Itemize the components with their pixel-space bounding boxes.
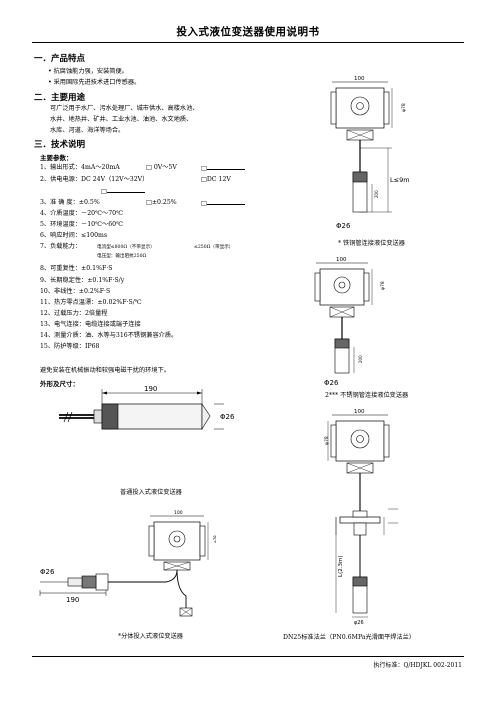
fig1-diameter-label: Φ26	[220, 413, 235, 421]
param-3-checkbox: □	[201, 198, 245, 208]
fig3-caption: * 铁铜管连接液位变送器	[338, 240, 405, 247]
usage-line: 水库、河道、海洋等场合。	[50, 127, 125, 134]
document-title: 投入式液位变送器使用说明书	[176, 26, 320, 38]
param-3: 3、准 确 度：±0.5%	[40, 199, 100, 206]
install-note: 避免安装在机械振动和较强电磁干扰的环境下。	[40, 367, 170, 374]
fig3-height-label: φ78	[401, 103, 407, 112]
param-7: 7、负载能力：	[40, 243, 82, 250]
figure-split-transmitter: 100 φ78 190 Φ26	[39, 510, 216, 617]
param-13: 13、电气连接：电缆连接或端子连接	[40, 321, 141, 328]
usage-line: 水井、地热井、矿井、工业水池、油池、水文地质、	[50, 116, 193, 123]
figure-ordinary-transmitter: 190 Φ26	[59, 385, 235, 431]
usage-line: 可广泛用于水厂、污水处理厂、城市供水、高楼水池、	[50, 105, 199, 112]
param-1: 1、输出形式：4mA～20mA	[40, 164, 120, 171]
figure-stainless-transmitter: 100 φ78 200 Φ26	[314, 257, 386, 387]
param-2: 2、供电电源：DC 24V（12V～32V）	[40, 176, 149, 183]
fig4-diameter-label: Φ26	[324, 379, 339, 387]
fig3-length-label: L≤9m	[390, 176, 410, 184]
param-2-option: □DC 12V	[201, 176, 231, 183]
param-11: 11、热方零点温漂：±0.02%F·S/℃	[40, 299, 142, 306]
fig3-top-label: 100	[354, 76, 365, 82]
fig5-caption: DN25标准法兰（PN0.6MPa光滑面平焊法兰）	[283, 634, 416, 641]
fig1-length-label: 190	[144, 385, 157, 393]
fig5-top-label: 100	[354, 409, 365, 415]
fig3-diameter-label: Φ26	[336, 222, 351, 230]
footer-standard: 执行标准：Q/HDJKL 002-2011	[373, 662, 462, 669]
param-7-voltage: 电压型：输出阻抗250Ω	[97, 254, 147, 259]
param-3-option: □±0.25%	[146, 199, 177, 206]
param-6: 6、响应时间：≤100ms	[40, 232, 108, 239]
bullet-item: • 采用国际先进技术进口传感器。	[48, 79, 141, 86]
params-heading: 主要参数：	[40, 154, 73, 162]
param-5: 5、环境温度：－10℃～60℃	[40, 221, 124, 228]
fig2-diameter-label: Φ26	[40, 568, 55, 576]
param-1-checkbox: □	[201, 163, 245, 173]
section-1-heading: 一．产品特点	[34, 54, 86, 64]
fig2-top-label: 100	[174, 510, 183, 516]
svg-text:φ78: φ78	[213, 535, 216, 543]
param-15: 15、防护等级：IP68	[40, 343, 100, 350]
section-2-heading: 二．主要用途	[34, 93, 86, 103]
fig5-length-label: L(2.3m)	[338, 556, 344, 577]
param-14: 14、测量介质：油、水等与316不锈钢兼容介质。	[40, 332, 178, 339]
fig2-caption: *分体投入式液位变送器	[118, 633, 183, 640]
param-1-option: □ 0V～5V	[146, 164, 177, 171]
param-4: 4、介质温度：－20℃～70℃	[40, 210, 124, 217]
param-9: 9、长期稳定性：±0.1%F·S/y	[40, 277, 125, 284]
param-12: 12、过载压力：2倍量程	[40, 310, 108, 317]
fig4-caption: 2*** 不锈钢管连接液位变送器	[325, 392, 409, 399]
section-3-heading: 三．技术说明	[34, 140, 86, 150]
fig4-height-label: φ78	[380, 281, 386, 290]
fig5-height-label: φ78	[324, 436, 330, 445]
param-8: 8、可重复性：±0.1%F·S	[40, 265, 113, 272]
fig1-caption: 普通投入式液位变送器	[120, 489, 182, 496]
figure-flange-transmitter: 100 φ78 L(2.3m) φ26	[324, 409, 398, 626]
param-2-checkbox: □	[101, 186, 145, 196]
title-rule	[32, 42, 464, 43]
fig5-diameter-label: φ26	[354, 620, 364, 626]
footer-rule	[32, 656, 464, 657]
fig3-mid-label: 200	[374, 190, 379, 198]
dimensions-heading: 外形及尺寸：	[40, 380, 79, 388]
fig2-length-label: 190	[66, 596, 79, 604]
bullet-item: • 抗腐蚀能力强，安装简便。	[48, 68, 128, 75]
fig4-mid-label: 200	[358, 355, 363, 363]
param-7-current: 电流型≤800Ω（不带显示）	[97, 245, 155, 250]
figure-pipe-transmitter: 100 φ78 L≤9m 200 Φ26	[330, 76, 410, 230]
param-7-display: ≤250Ω（带显示）	[194, 245, 234, 250]
param-10: 10、非线性：±0.2%F·S	[40, 288, 111, 295]
fig4-top-label: 100	[336, 257, 347, 263]
